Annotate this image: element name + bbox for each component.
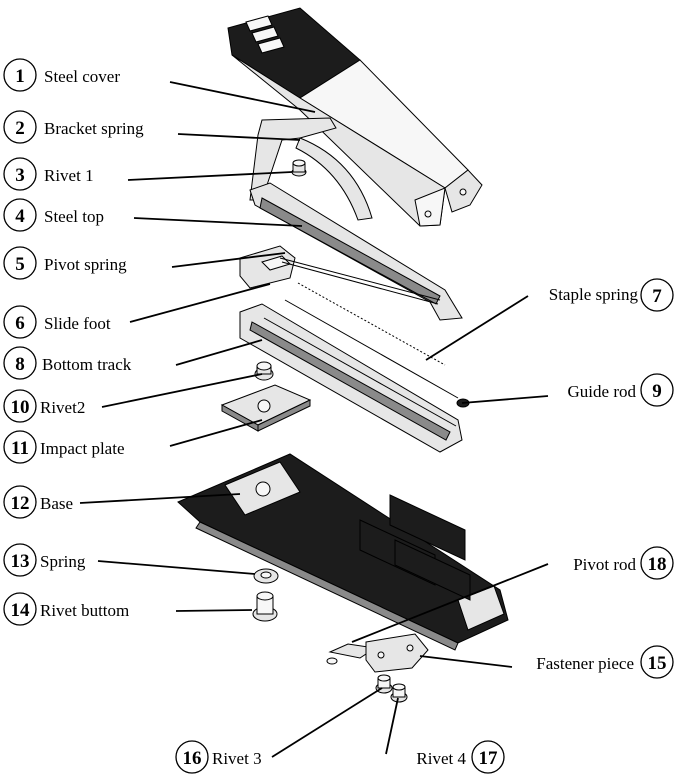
- callout-label: Base: [40, 494, 73, 513]
- callout-label: Steel top: [44, 207, 104, 226]
- rivet-1-drawing: [291, 159, 307, 177]
- callout-14: 14 Rivet buttom: [3, 592, 129, 626]
- callout-number: 7: [652, 286, 662, 307]
- leader-3: [127, 171, 293, 181]
- rivet-buttom-drawing: [252, 591, 278, 622]
- callout-3: 3 Rivet 1: [3, 157, 94, 191]
- callout-label: Rivet 1: [44, 166, 94, 185]
- leader-16: [271, 687, 383, 758]
- callout-number: 14: [11, 600, 31, 621]
- callout-label: Steel cover: [44, 67, 120, 86]
- bottom-track-drawing: [239, 303, 463, 453]
- callout-label: Impact plate: [40, 439, 125, 458]
- callout-8: 8 Bottom track: [3, 346, 132, 380]
- leader-2: [177, 133, 301, 141]
- callout-label: Guide rod: [568, 382, 637, 401]
- rivet-3-drawing: [375, 674, 393, 694]
- callout-number: 18: [648, 554, 667, 575]
- callout-2: 2 Bracket spring: [3, 110, 144, 144]
- callout-number: 15: [648, 653, 667, 674]
- callout-7: 7 Staple spring: [549, 278, 674, 312]
- callout-10: 10 Rivet2: [3, 389, 85, 423]
- leader-11: [169, 419, 263, 447]
- leader-1: [169, 81, 316, 113]
- callout-13: 13 Spring: [3, 543, 86, 577]
- callout-number: 3: [15, 165, 25, 186]
- callout-label: Rivet 3: [212, 749, 262, 768]
- callout-label: Fastener piece: [536, 654, 634, 673]
- staple-spring-drawing: [284, 282, 459, 399]
- leader-17: [385, 697, 399, 755]
- callout-15: 15 Fastener piece: [536, 645, 674, 679]
- callout-16: 16 Rivet 3: [175, 740, 262, 774]
- leader-7: [425, 295, 529, 361]
- callout-4: 4 Steel top: [3, 198, 104, 232]
- callout-number: 6: [15, 313, 25, 334]
- leader-13: [97, 560, 256, 575]
- callout-18: 18 Pivot rod: [573, 546, 674, 580]
- steel-cover-drawing: [227, 7, 483, 227]
- leader-14: [175, 609, 253, 612]
- callout-label: Staple spring: [549, 285, 639, 304]
- callout-number: 11: [11, 438, 29, 459]
- callout-12: 12 Base: [3, 485, 73, 519]
- callout-9: 9 Guide rod: [568, 373, 674, 407]
- callout-17: 17 Rivet 4: [416, 740, 505, 774]
- leader-lines: [79, 81, 549, 758]
- callout-11: 11 Impact plate: [3, 430, 125, 464]
- callout-label: Bracket spring: [44, 119, 144, 138]
- callout-label: Rivet 4: [416, 749, 466, 768]
- callout-number: 12: [11, 493, 30, 514]
- steel-top-drawing: [249, 182, 463, 321]
- callout-number: 8: [15, 354, 25, 375]
- callout-number: 9: [652, 381, 662, 402]
- callout-label: Rivet buttom: [40, 601, 129, 620]
- callout-label: Pivot rod: [573, 555, 636, 574]
- callout-1: 1 Steel cover: [3, 58, 120, 92]
- callout-label: Spring: [40, 552, 86, 571]
- leader-15: [419, 655, 513, 668]
- leader-4: [133, 217, 303, 227]
- rivet-2-drawing: [254, 361, 274, 381]
- callout-label: Pivot spring: [44, 255, 127, 274]
- callout-number: 4: [15, 206, 25, 227]
- base-drawing: [177, 453, 509, 651]
- callout-label: Rivet2: [40, 398, 85, 417]
- callout-number: 2: [15, 118, 25, 139]
- rivet-4-drawing: [390, 683, 408, 703]
- callout-6: 6 Slide foot: [3, 305, 111, 339]
- leader-5: [171, 252, 286, 268]
- callout-number: 16: [183, 748, 202, 769]
- leader-9: [461, 395, 549, 404]
- callout-5: 5 Pivot spring: [3, 246, 127, 280]
- leader-18: [351, 563, 549, 643]
- callout-label: Slide foot: [44, 314, 111, 333]
- callouts: 1 Steel cover 2 Bracket spring 3 Rivet 1…: [3, 58, 674, 774]
- leader-12: [79, 493, 241, 504]
- callout-number: 5: [15, 254, 25, 275]
- leader-6: [129, 283, 271, 323]
- callout-label: Bottom track: [42, 355, 132, 374]
- spring-drawing: [253, 568, 279, 584]
- leader-8: [175, 339, 263, 366]
- callout-number: 1: [15, 66, 25, 87]
- callout-number: 17: [479, 748, 499, 769]
- leader-10: [101, 373, 263, 408]
- fastener-piece-drawing: [326, 633, 429, 673]
- impact-plate-drawing: [220, 384, 312, 432]
- callout-number: 10: [11, 397, 30, 418]
- callout-number: 13: [11, 551, 30, 572]
